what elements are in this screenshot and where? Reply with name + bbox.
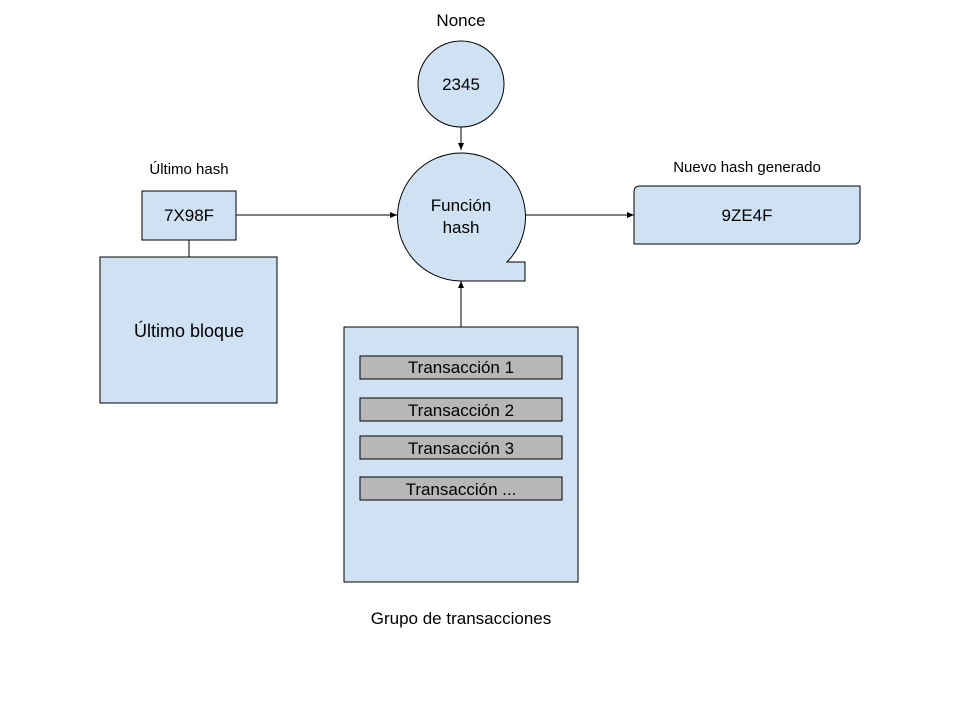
transaction-label-1: Transacción 1 <box>408 358 514 377</box>
transaction-label-2: Transacción 2 <box>408 401 514 420</box>
last-hash-title: Último hash <box>149 161 228 178</box>
hash-function-label-line2: hash <box>443 218 480 237</box>
transaction-box-2 <box>359 397 563 422</box>
transaction-box-1 <box>359 355 563 380</box>
last-block-box <box>99 256 278 404</box>
nonce-value: 2345 <box>442 75 480 94</box>
nonce-title: Nonce <box>436 11 485 30</box>
new-hash-box <box>633 185 861 245</box>
hash-function-shape <box>396 152 526 282</box>
transaction-box-4 <box>359 476 563 501</box>
last-hash-value: 7X98F <box>164 206 214 225</box>
nonce-circle <box>417 40 505 128</box>
last-block-label: Último bloque <box>134 320 244 341</box>
transaction-label-4: Transacción ... <box>406 480 517 499</box>
transaction-label-3: Transacción 3 <box>408 439 514 458</box>
new-hash-value: 9ZE4F <box>721 206 772 225</box>
hash-function-label-line1: Función <box>431 196 491 215</box>
transactions-group-title: Grupo de transacciones <box>371 609 552 628</box>
last-hash-box <box>141 190 237 241</box>
new-hash-title: Nuevo hash generado <box>673 159 821 176</box>
transaction-box-3 <box>359 435 563 460</box>
